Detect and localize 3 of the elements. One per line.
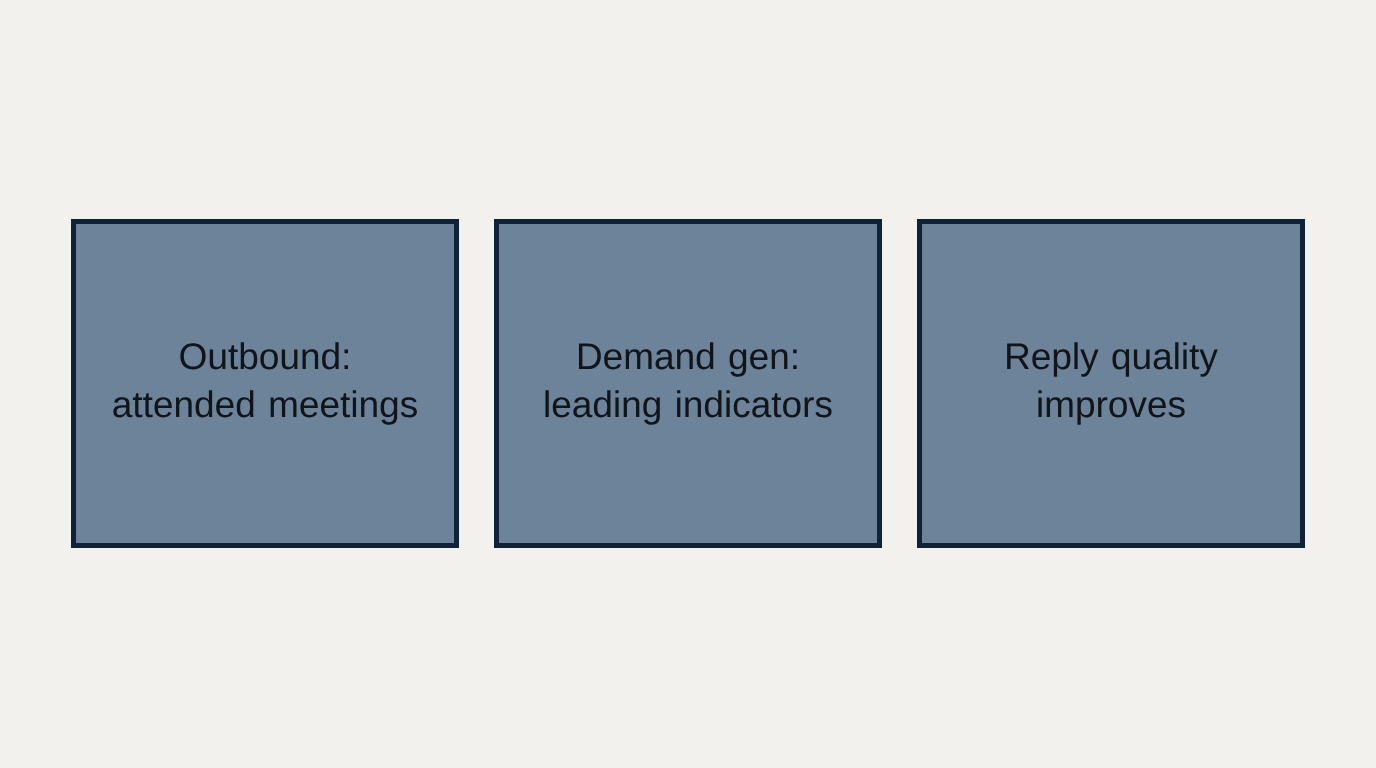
text-box: Reply quality improves <box>917 219 1305 548</box>
text-box: Demand gen: leading indicators <box>494 219 882 548</box>
text-box: Outbound: attended meetings <box>71 219 459 548</box>
